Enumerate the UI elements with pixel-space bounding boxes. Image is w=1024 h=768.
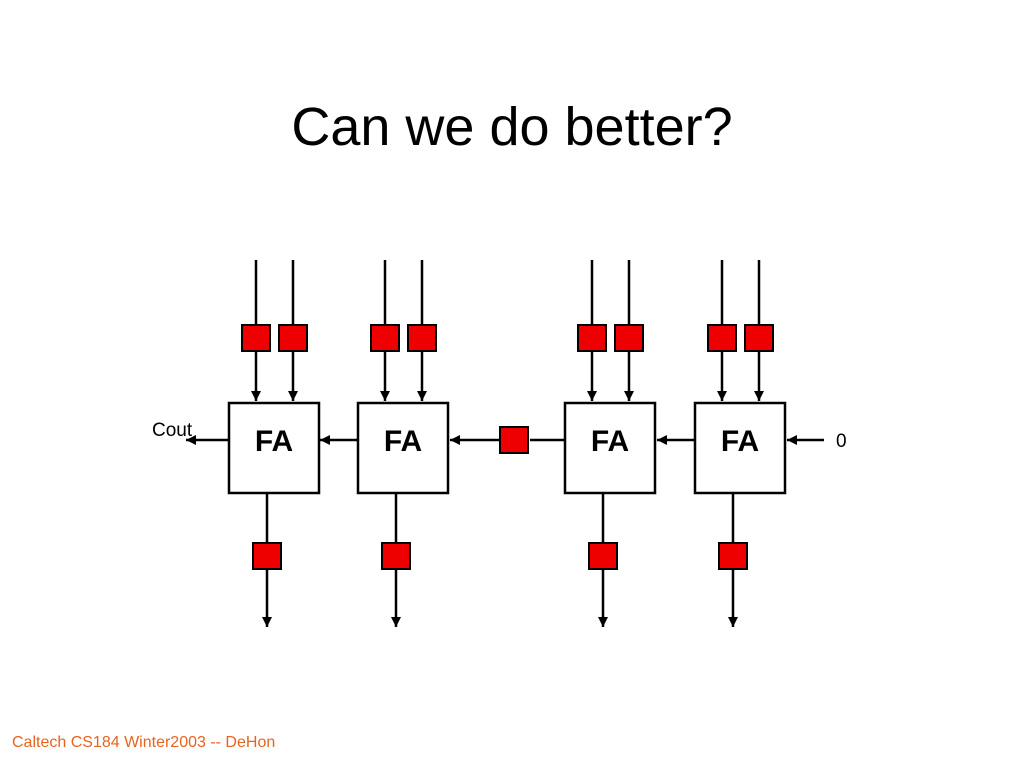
full-adder-4-label: FA	[721, 425, 759, 458]
full-adder-3-label: FA	[591, 425, 629, 458]
sum-3-register	[588, 542, 618, 570]
slide-title: Can we do better?	[291, 97, 733, 157]
input-b3-register	[614, 324, 644, 352]
input-a3-register	[577, 324, 607, 352]
full-adder-2-label: FA	[384, 425, 422, 458]
sum-4-register	[718, 542, 748, 570]
input-a2-register	[370, 324, 400, 352]
wires	[186, 260, 824, 627]
input-a1-register	[241, 324, 271, 352]
sum-2-register	[381, 542, 411, 570]
input-b1-register	[278, 324, 308, 352]
full-adder-1	[227, 401, 321, 495]
full-adder-1-label: FA	[255, 425, 293, 458]
input-b2-register	[407, 324, 437, 352]
slide-footer: Caltech CS184 Winter2003 -- DeHon	[12, 734, 276, 751]
full-adder-3	[563, 401, 657, 495]
carry-in-label: 0	[836, 431, 847, 452]
input-b4-register	[744, 324, 774, 352]
carry-out-label: Cout	[152, 420, 193, 441]
blocks: FA FA FA FA	[227, 324, 787, 570]
full-adder-4	[693, 401, 787, 495]
input-a4-register	[707, 324, 737, 352]
carry-pipeline-register	[499, 426, 529, 454]
full-adder-2	[356, 401, 450, 495]
sum-1-register	[252, 542, 282, 570]
